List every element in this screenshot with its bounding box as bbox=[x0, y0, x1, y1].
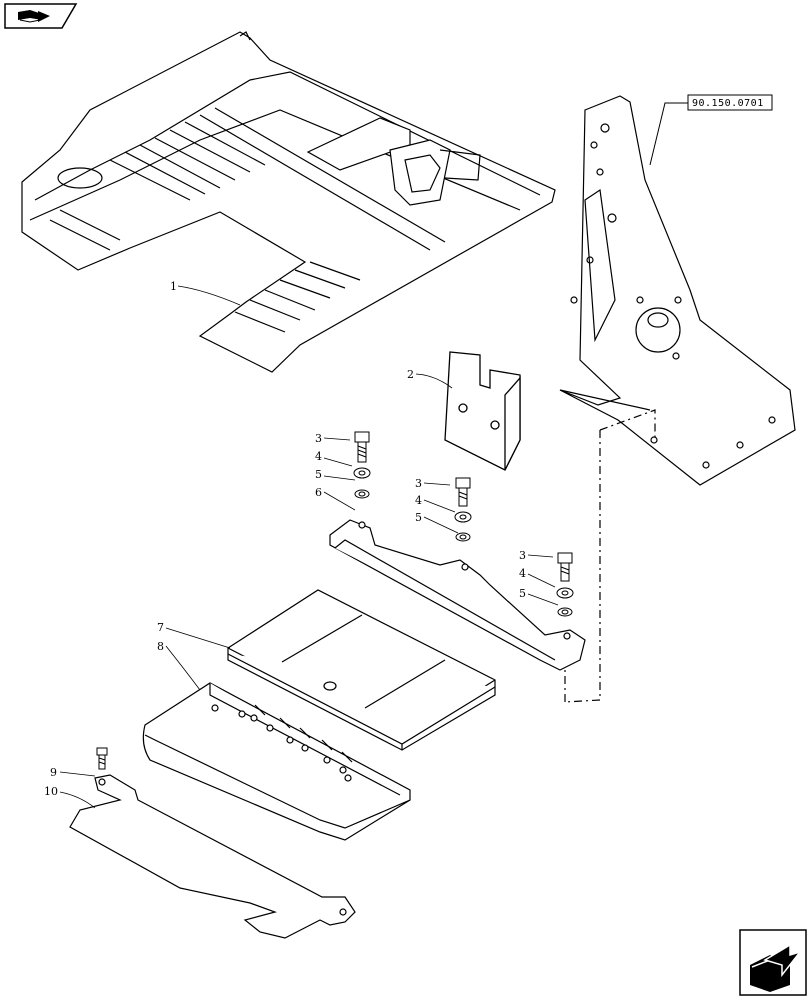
floor-mat-part bbox=[21, 31, 556, 373]
callout-4a: 4 bbox=[315, 450, 322, 463]
spacer-block-part bbox=[444, 351, 521, 471]
callout-1: 1 bbox=[170, 280, 177, 293]
cushion-part bbox=[142, 682, 411, 841]
callout-8: 8 bbox=[157, 640, 164, 653]
bolt-assembly-right bbox=[556, 552, 574, 617]
small-bolt-part bbox=[96, 747, 108, 770]
callout-9: 9 bbox=[50, 766, 57, 779]
callout-3c: 3 bbox=[519, 549, 526, 562]
callout-10: 10 bbox=[44, 785, 58, 798]
callout-3b: 3 bbox=[415, 477, 422, 490]
callout-labels: 1 2 3 4 5 6 3 4 5 3 4 5 7 8 9 10 bbox=[44, 280, 526, 798]
cab-frame-bracket bbox=[559, 95, 796, 703]
callout-5c: 5 bbox=[519, 587, 526, 600]
callout-2: 2 bbox=[407, 368, 414, 381]
back-nav-button[interactable] bbox=[4, 3, 78, 29]
reference-label: 90.150.0701 bbox=[692, 98, 764, 109]
hanger-bracket-part bbox=[69, 774, 356, 939]
bolt-assembly-middle bbox=[454, 477, 472, 542]
plate-part bbox=[227, 589, 496, 751]
callouts bbox=[59, 285, 559, 809]
reference-link[interactable]: 90.150.0701 bbox=[649, 94, 773, 166]
bolt-assembly-left bbox=[353, 431, 371, 499]
callout-5b: 5 bbox=[415, 511, 422, 524]
support-bracket-part bbox=[329, 519, 586, 671]
box-arrow-forward-icon bbox=[750, 943, 803, 992]
callout-3a: 3 bbox=[315, 432, 322, 445]
callout-7: 7 bbox=[157, 621, 164, 634]
callout-4c: 4 bbox=[519, 567, 526, 580]
forward-nav-button[interactable] bbox=[739, 929, 807, 996]
callout-6: 6 bbox=[315, 486, 322, 499]
callout-4b: 4 bbox=[415, 494, 422, 507]
callout-5a: 5 bbox=[315, 468, 322, 481]
book-arrow-back-icon bbox=[18, 10, 50, 23]
